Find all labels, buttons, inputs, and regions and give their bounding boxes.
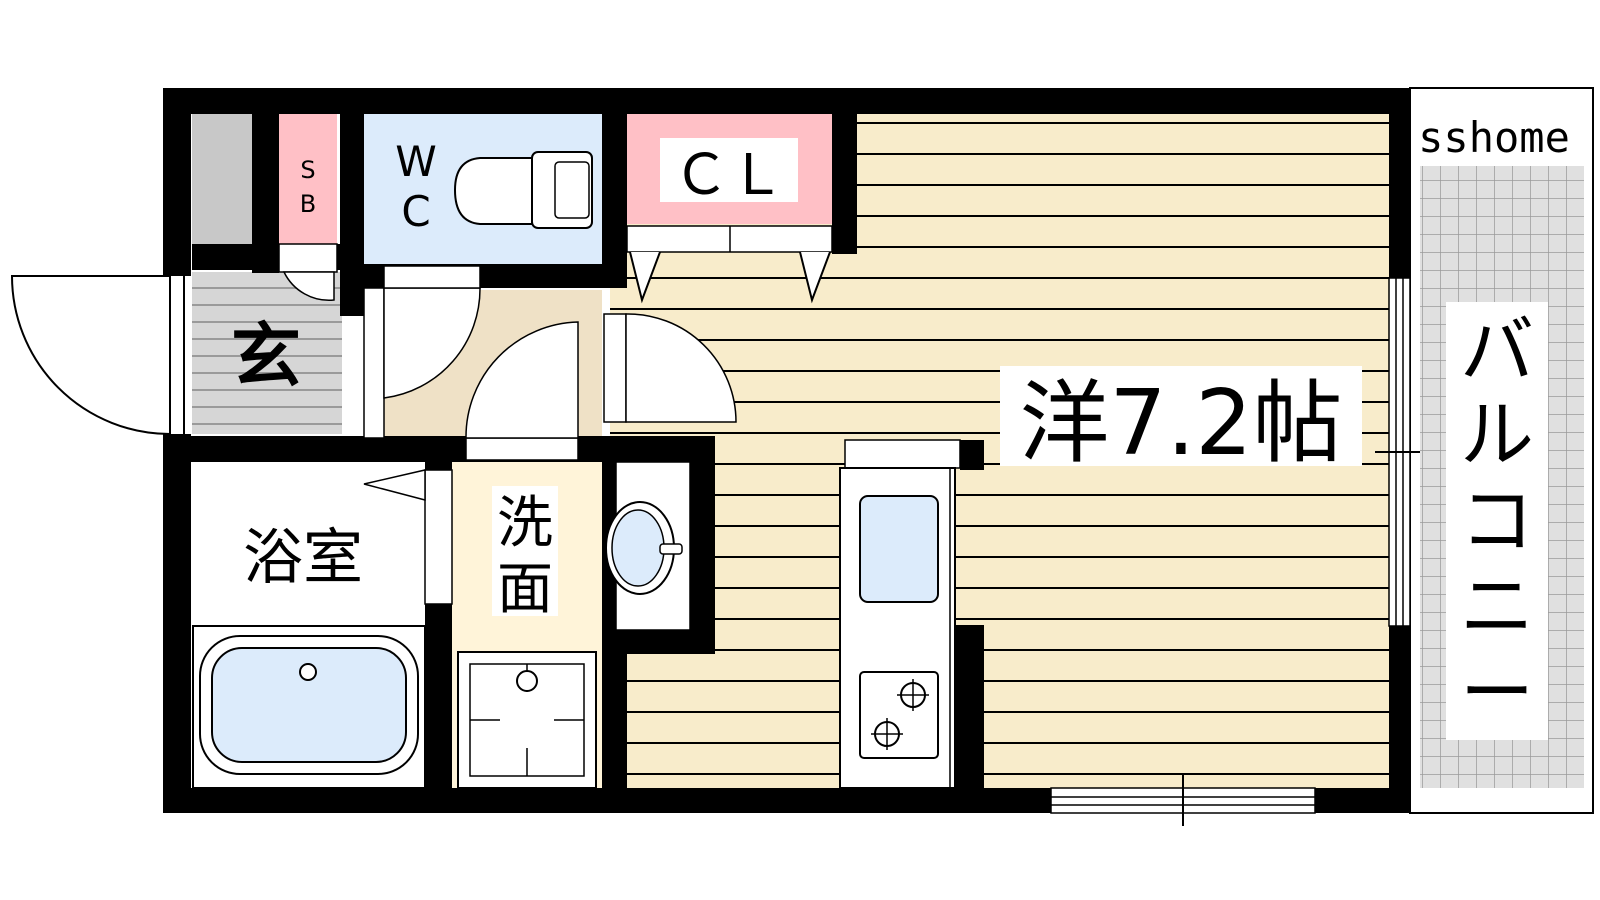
washing-machine-pan <box>457 651 597 789</box>
shoebox-label-s: S <box>300 156 315 184</box>
wall-right-upper <box>1389 88 1410 278</box>
closet-door-right <box>799 251 831 304</box>
balcony-label-bg <box>1446 302 1548 740</box>
watermark-text: sshome <box>1418 113 1570 162</box>
watermark-bg <box>1414 114 1574 162</box>
wall-mid-horizontal <box>163 436 715 462</box>
wall-sink-niche-right <box>690 436 715 654</box>
washroom-label-1: 洗 <box>497 491 553 556</box>
wall-right-lower <box>1389 626 1410 813</box>
wall-top <box>163 88 1410 114</box>
room-door-swing <box>625 313 737 423</box>
kitchen-unit <box>839 439 961 789</box>
wc-door-swing <box>383 287 481 399</box>
balcony-window <box>1375 277 1420 627</box>
washroom-label-2: 面 <box>497 557 553 622</box>
wall-left-lower <box>163 434 191 813</box>
bottom-window <box>1050 775 1316 826</box>
washbasin-fixture <box>605 461 691 631</box>
genkan-label: 玄 <box>231 315 301 397</box>
wall-genkan-wc <box>340 88 364 286</box>
closet-label: ＣＬ <box>673 143 785 208</box>
western-room-label-bg <box>1000 366 1362 466</box>
wall-kitchen-stub-bottom <box>955 625 984 813</box>
wc-label-c: C <box>401 187 430 236</box>
closet-door-left <box>629 251 661 304</box>
entry-door-swing <box>10 275 171 435</box>
balcony-label-3: コ <box>1460 478 1534 564</box>
washroom-door-swing <box>465 321 579 439</box>
wc-label-w: W <box>395 137 437 186</box>
shoebox-label-b: B <box>300 190 316 218</box>
wall-closet-right <box>832 88 857 254</box>
wall-wash-right-lower <box>602 630 627 813</box>
closet-label-bg <box>660 138 798 202</box>
bath-label: 浴室 <box>243 523 363 593</box>
shoebox-area <box>279 114 337 244</box>
toilet-fixture <box>453 151 593 229</box>
washroom-label-bg <box>492 486 558 616</box>
gray-storage <box>192 114 252 244</box>
wall-left-upper <box>163 88 191 276</box>
wall-storage-divider <box>252 88 279 273</box>
wall-wc-closet <box>602 88 627 288</box>
wall-genkan-corridor <box>340 286 364 316</box>
balcony-label-2: ル <box>1460 392 1534 478</box>
wall-kitchen-stub-top <box>960 440 984 470</box>
balcony-label-5: ー <box>1460 650 1534 736</box>
shoebox-door-swing <box>282 271 335 301</box>
bathtub-fixture <box>192 625 426 789</box>
balcony-label-4: ニ <box>1460 564 1534 650</box>
western-room-label: 洋7.2帖 <box>1019 371 1342 476</box>
balcony-label-1: バ <box>1460 308 1534 394</box>
